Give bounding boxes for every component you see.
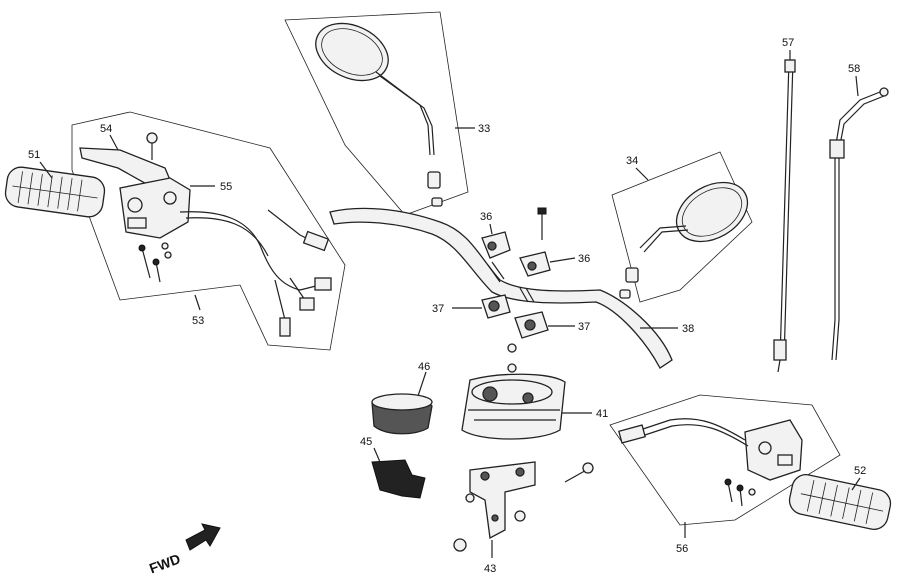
- upper-clamp-right: [519, 251, 551, 277]
- leader-36a: [489, 223, 493, 235]
- callout-56: 56: [676, 543, 688, 555]
- leader-45: [373, 447, 381, 463]
- right-grip: [788, 473, 892, 531]
- cover-46: [371, 393, 433, 435]
- right-switch-screws: [724, 478, 756, 507]
- right-switch-wiring: [618, 418, 749, 447]
- upper-clamp-left: [481, 231, 511, 259]
- callout-36-upper-left: 36: [480, 211, 492, 223]
- forward-direction-indicator: FWD: [147, 523, 221, 576]
- callout-37-right: 37: [578, 321, 590, 333]
- callout-57: 57: [782, 37, 794, 49]
- callout-58: 58: [848, 63, 860, 75]
- callout-53: 53: [192, 315, 204, 327]
- group-outline-mirror-right: [611, 151, 753, 303]
- left-switch-wiring: [179, 209, 332, 337]
- leader-34: [635, 167, 649, 181]
- leader-53: [194, 294, 201, 311]
- left-grip: [4, 166, 106, 218]
- leader-46: [417, 371, 427, 397]
- lever-bolt: [146, 132, 158, 160]
- leader-52: [851, 477, 861, 491]
- cap-45: [371, 459, 426, 499]
- forward-label: FWD: [147, 550, 182, 576]
- leader-54: [109, 134, 119, 151]
- callout-41: 41: [596, 408, 608, 420]
- callout-36-upper-right: 36: [578, 253, 590, 265]
- callout-51: 51: [28, 149, 40, 161]
- group-outline-left-switch: [71, 111, 346, 351]
- lower-clamp-right: [514, 311, 549, 339]
- meter-bracket-43: [469, 461, 536, 540]
- callout-37-left: 37: [432, 303, 444, 315]
- throttle-cable: [773, 59, 796, 373]
- callout-38: 38: [682, 323, 694, 335]
- lower-clamp-left: [481, 294, 511, 319]
- forward-arrow-icon: [185, 523, 221, 551]
- clamp-bolt: [537, 207, 547, 240]
- leader-36b: [549, 257, 576, 263]
- callout-45: 45: [360, 436, 372, 448]
- callout-52: 52: [854, 465, 866, 477]
- leader-58: [855, 75, 859, 97]
- clutch-cable: [829, 87, 889, 361]
- group-outline-right-switch: [609, 394, 841, 526]
- right-mirror: [619, 181, 749, 299]
- callout-55: 55: [220, 181, 232, 193]
- callout-46: 46: [418, 361, 430, 373]
- callout-43: 43: [484, 563, 496, 575]
- leader-51: [39, 161, 53, 179]
- right-switch-housing: [744, 419, 803, 481]
- callout-54: 54: [100, 123, 112, 135]
- left-switch-screws: [138, 242, 172, 283]
- bracket-hardware: [453, 462, 594, 552]
- nut-a: [507, 343, 517, 353]
- left-mirror: [315, 22, 443, 207]
- handlebar: [329, 207, 673, 369]
- nut-b: [507, 363, 517, 373]
- callout-34: 34: [626, 155, 638, 167]
- meter-assembly-41: [461, 373, 566, 440]
- left-switch-housing: [119, 177, 191, 239]
- callout-33: 33: [478, 123, 490, 135]
